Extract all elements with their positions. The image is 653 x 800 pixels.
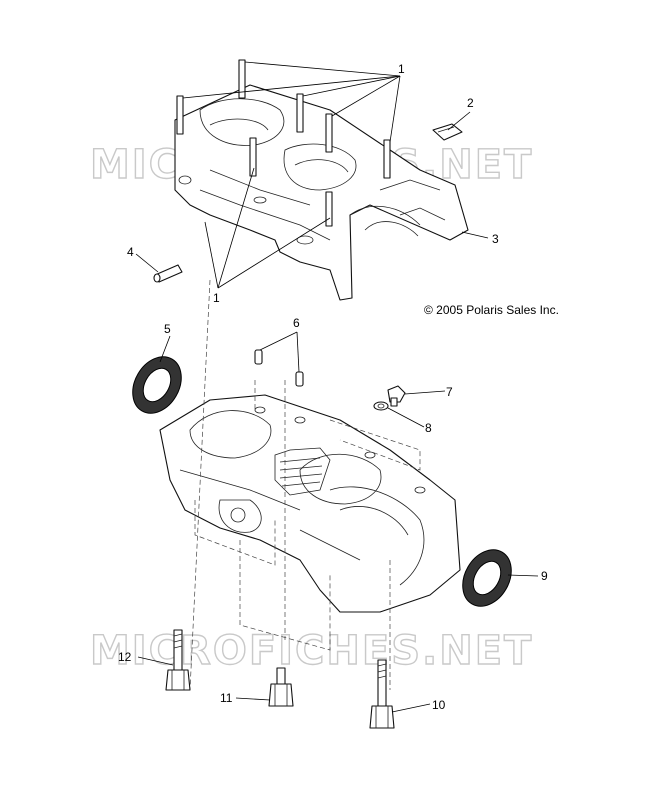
- leader-lines: [135, 61, 539, 713]
- watermark-bottom: MICROFICHES.NET: [90, 628, 533, 674]
- upper-crankcase: [174, 84, 469, 301]
- dowels-part-6: [254, 349, 304, 387]
- alignment-guides: [189, 279, 421, 691]
- bolt-part-11: [268, 667, 294, 707]
- callout-labels: 1 1 2 3 4 5 6 7 8 9 10 11 12: [118, 62, 548, 712]
- lower-crankcase: [159, 394, 461, 613]
- bolt-part-12: [165, 629, 191, 691]
- callout-8: 8: [425, 421, 432, 435]
- callout-10: 10: [432, 698, 446, 712]
- callout-7: 7: [446, 385, 453, 399]
- stud-bolts: [176, 59, 391, 227]
- fitting-part-2: [432, 123, 463, 141]
- bolt-part-10: [369, 659, 395, 729]
- copyright-notice: © 2005 Polaris Sales Inc.: [424, 303, 559, 317]
- callout-11: 11: [220, 691, 233, 705]
- oil-seal-part-9: [462, 549, 512, 607]
- callout-1-top: 1: [398, 62, 405, 76]
- oil-seal-part-5: [132, 356, 182, 414]
- callout-1-bottom: 1: [213, 291, 220, 305]
- dowel-pin-part-4: [153, 264, 183, 283]
- callout-12: 12: [118, 650, 132, 664]
- callout-4: 4: [127, 245, 134, 259]
- callout-9: 9: [541, 569, 548, 583]
- washer-part-8: [373, 401, 389, 411]
- callout-5: 5: [164, 322, 171, 336]
- callout-2: 2: [467, 96, 474, 110]
- callout-6: 6: [293, 316, 300, 330]
- callout-3: 3: [492, 232, 499, 246]
- plug-part-7: [387, 385, 406, 407]
